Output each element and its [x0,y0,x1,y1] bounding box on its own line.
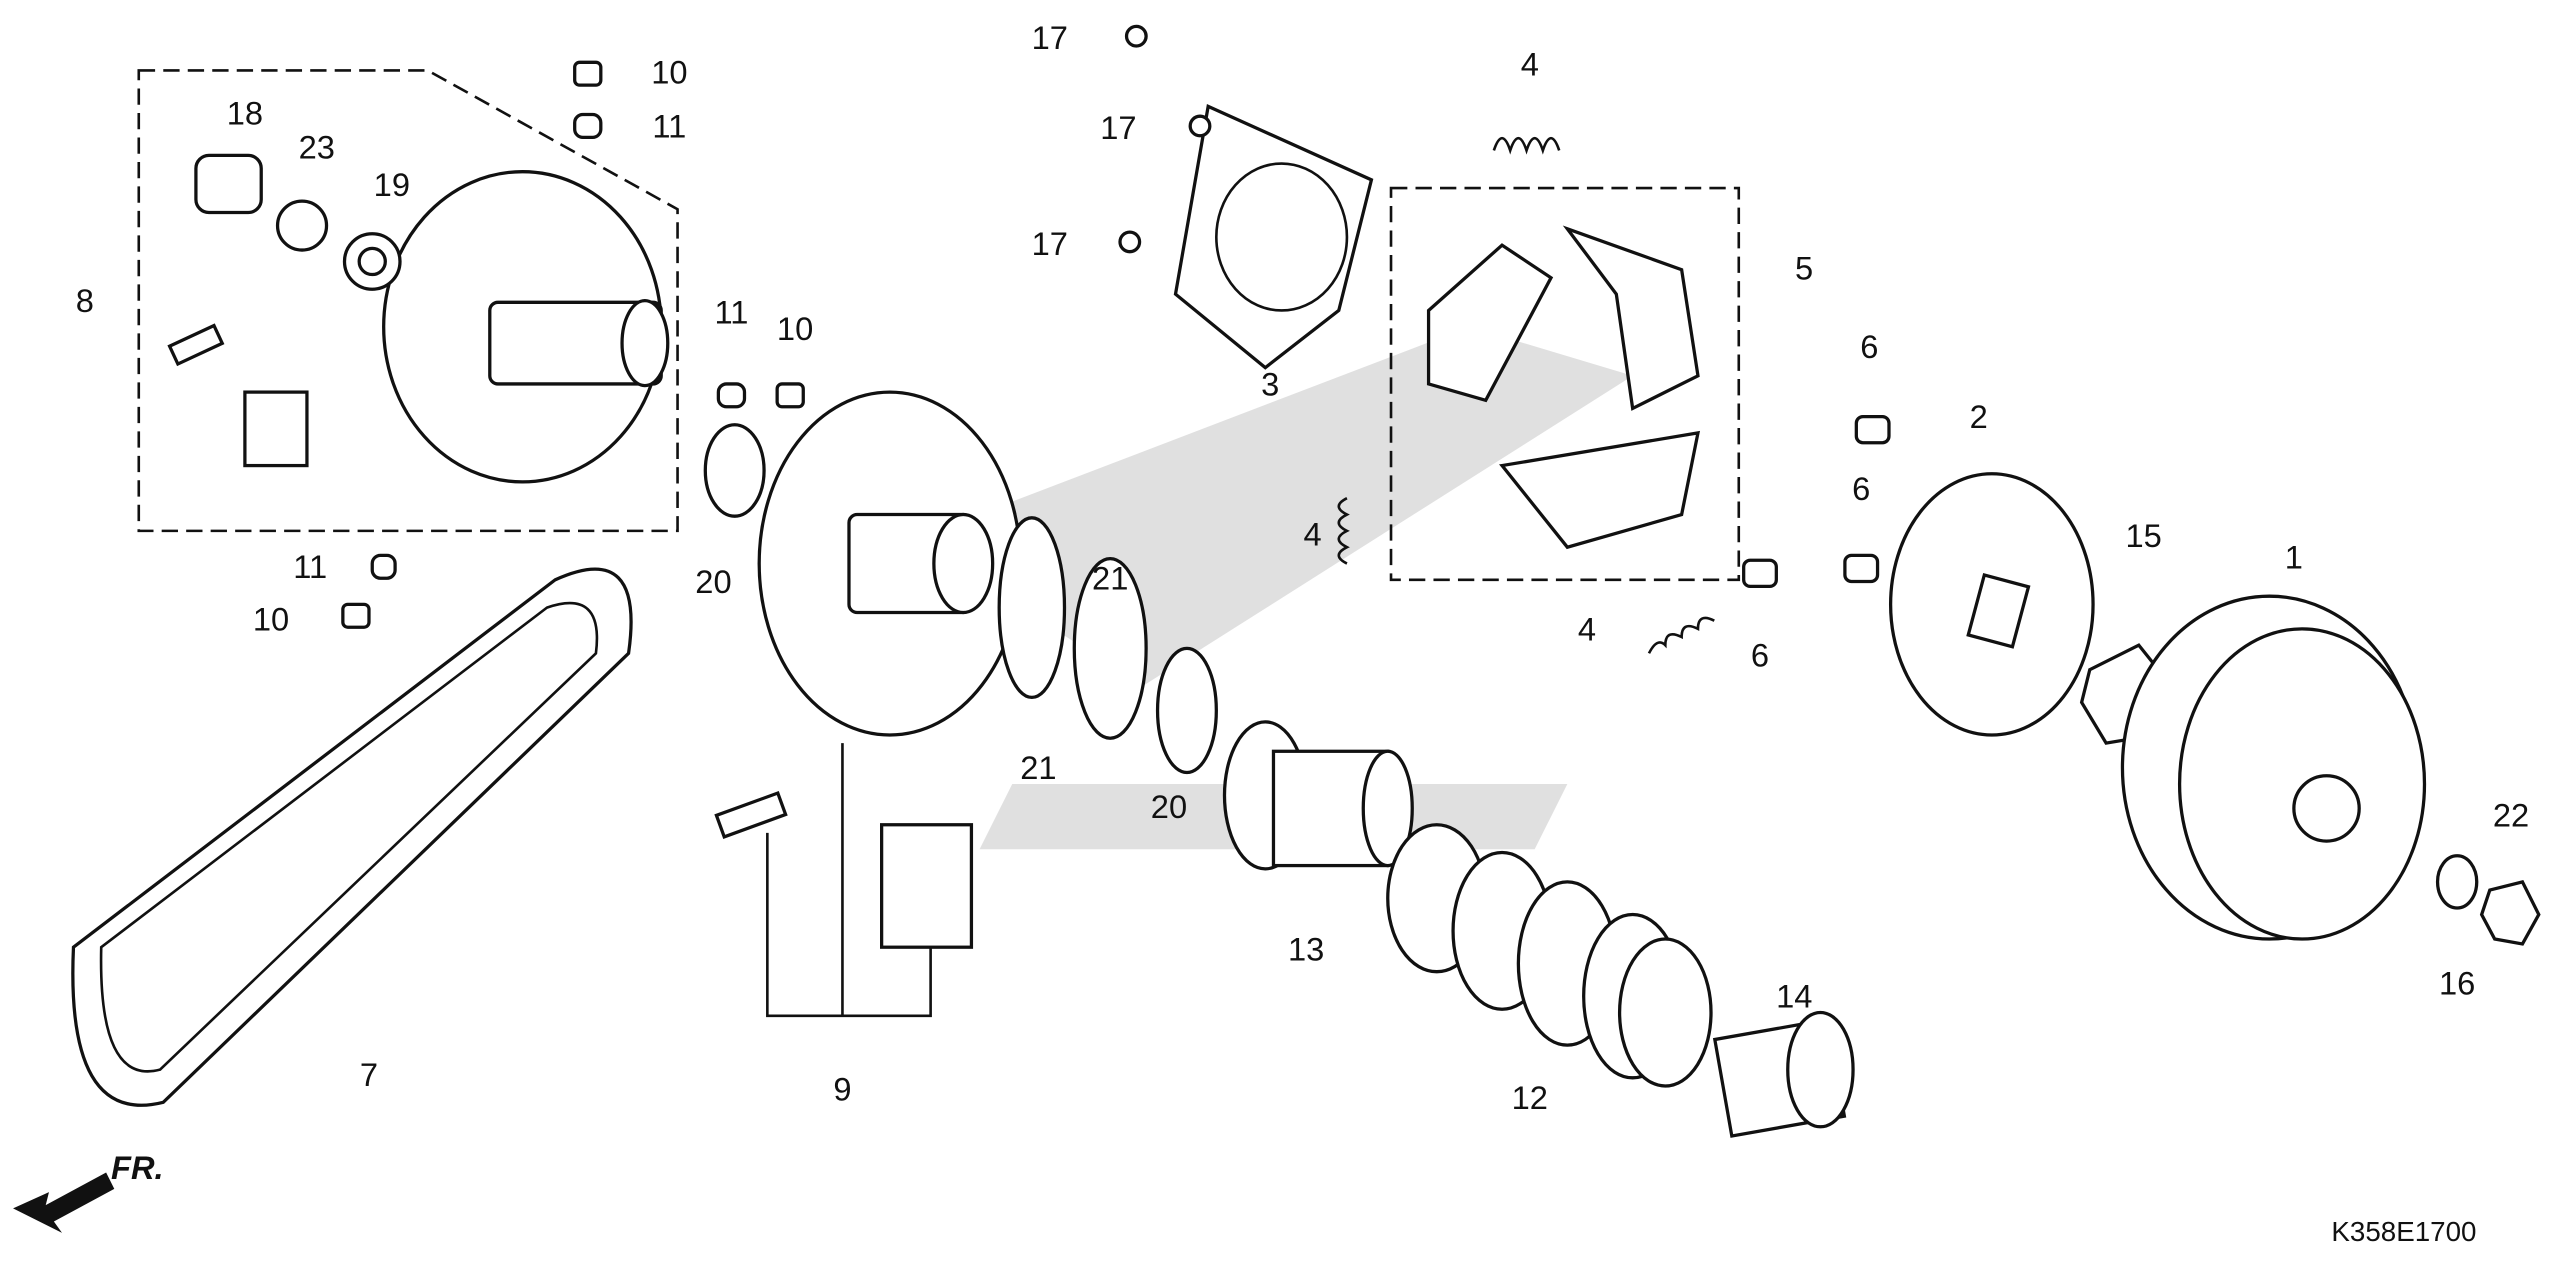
oil-seal-20 [703,423,766,518]
front-label: FR. [111,1149,164,1186]
assembly-8-box [137,69,679,533]
callout-4: 4 [1304,516,1322,553]
clip-17 [1124,24,1148,48]
collar-6c [1742,558,1778,589]
callout-8: 8 [76,282,94,319]
callout-17: 17 [1032,19,1068,56]
callout-19: 19 [374,166,410,203]
callout-16: 16 [2439,965,2475,1002]
callout-22: 22 [2493,796,2529,833]
callout-17: 17 [1100,109,1136,146]
clutch-spring-4 [1492,136,1561,155]
spring-seat-14 [1712,1010,1855,1138]
callout-14: 14 [1776,978,1812,1015]
small-parts-10-11 [341,60,805,629]
drive-belt-7 [71,567,633,1107]
diagram-code: K358E1700 [2331,1216,2476,1247]
clip-17b [1188,114,1212,138]
oil-seal-20b [1155,646,1218,775]
clutch-spring-4c [1647,616,1715,654]
front-arrow: FR. [13,1149,164,1233]
drive-face-8 [167,153,670,484]
callout-6: 6 [1860,328,1878,365]
callout-9: 9 [833,1071,851,1108]
callout-7: 7 [360,1056,378,1093]
callout-6: 6 [1852,470,1870,507]
callout-11: 11 [714,294,748,331]
plate-3 [1173,104,1374,370]
callout-2: 2 [1970,398,1988,435]
callout-10: 10 [651,54,687,91]
callout-3: 3 [1261,365,1279,402]
spring-12 [1386,823,1713,1088]
callout-11: 11 [652,107,686,144]
collar-6b [1843,553,1880,584]
clutch-spring-4b [1337,497,1350,565]
nut-22 [2479,879,2541,946]
callout-17: 17 [1032,225,1068,262]
washer-16 [2435,854,2479,910]
callout-12: 12 [1512,1079,1548,1116]
callout-10: 10 [253,600,289,637]
clutch-shoes-5 [1426,225,1701,550]
callout-4: 4 [1521,45,1539,82]
seal-collar-13 [1222,720,1414,871]
callout-4: 4 [1578,610,1596,647]
callout-23: 23 [299,129,335,166]
callout-21: 21 [1092,560,1128,597]
callout-10: 10 [777,310,813,347]
o-ring-21b [1072,557,1148,740]
drive-plate-2 [1888,472,2095,737]
callout-13: 13 [1288,930,1324,967]
callout-20: 20 [695,563,731,600]
callout-20: 20 [1151,788,1187,825]
callout-6: 6 [1751,636,1769,673]
assembly-5-box [1389,186,1741,582]
collar-6 [1854,414,1891,445]
clip-17c [1118,230,1142,254]
driven-face-9 [714,390,1023,1018]
callout-21: 21 [1020,749,1056,786]
o-ring-21 [997,516,1067,700]
callout-15: 15 [2126,517,2162,554]
callout-11: 11 [293,548,327,585]
callout-5: 5 [1795,249,1813,286]
clutch-outer-1 [2120,594,2427,941]
callout-1: 1 [2285,538,2303,575]
callout-18: 18 [227,94,263,131]
